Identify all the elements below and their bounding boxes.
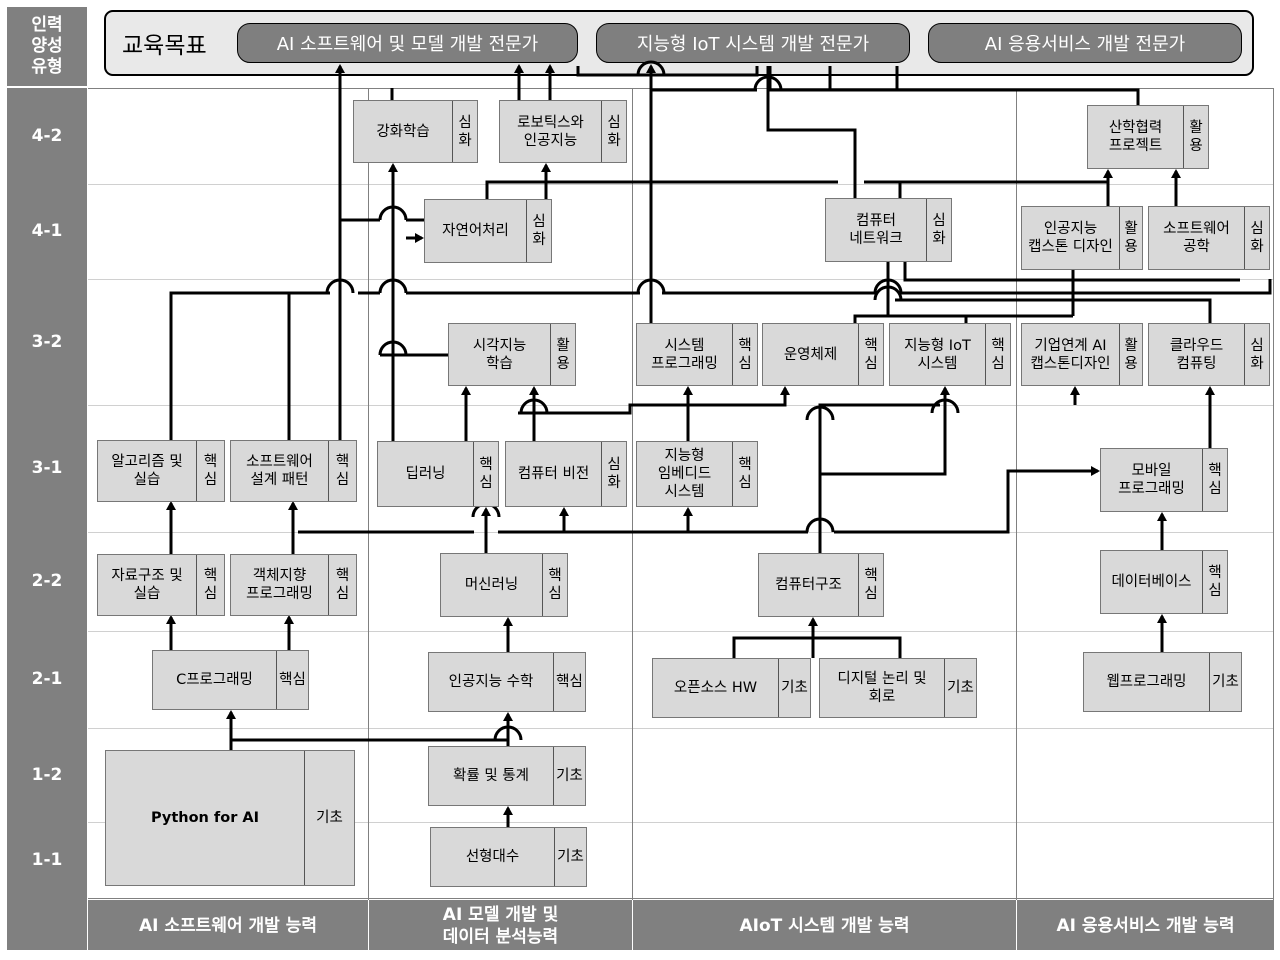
course-database[interactable]: 데이터베이스 핵 심 xyxy=(1100,550,1228,614)
column-label: AI 모델 개발 및 데이터 분석능력 xyxy=(442,905,559,947)
course-computer-vision[interactable]: 컴퓨터 비전 심 화 xyxy=(505,441,627,507)
course-linear-algebra[interactable]: 선형대수 기초 xyxy=(430,827,587,887)
course-embedded-system[interactable]: 지능형 임베디드 시스템 핵 심 xyxy=(636,441,758,507)
connector-line xyxy=(834,466,1100,534)
row-label: 3-1 xyxy=(31,458,63,478)
connector-hop xyxy=(636,278,666,294)
row-label: 1-1 xyxy=(31,849,63,870)
goal-iot-system-expert: 지능형 IoT 시스템 개발 전문가 xyxy=(596,23,910,63)
row-label-band xyxy=(7,7,87,950)
grid-line-row xyxy=(88,631,1274,632)
connector-hop xyxy=(636,60,666,76)
course-ai-capstone-design[interactable]: 인공지능 캡스톤 디자인 활 용 xyxy=(1021,206,1143,270)
connector-line xyxy=(818,403,940,426)
column-divider xyxy=(1016,88,1017,950)
course-industry-ai-capstone[interactable]: 기업연계 AI 캡스톤디자인 활 용 xyxy=(1021,323,1143,386)
connector-line xyxy=(820,386,950,476)
connector-hop xyxy=(930,398,960,414)
corner-label: 인력 양성 유형 xyxy=(31,14,63,77)
connector-hop xyxy=(873,278,903,294)
connector-hop xyxy=(378,278,408,294)
table-right-border xyxy=(1273,88,1274,950)
connector-hop xyxy=(805,405,835,421)
course-nlp[interactable]: 자연어처리 심 화 xyxy=(424,199,552,263)
connector-hop xyxy=(805,517,835,533)
connector-hop xyxy=(873,285,903,301)
connector-line xyxy=(688,386,790,407)
connector-hop xyxy=(325,278,355,294)
connector-line xyxy=(169,291,330,440)
connector-hop xyxy=(378,340,408,356)
course-software-engineering[interactable]: 소프트웨어 공학 심 화 xyxy=(1148,206,1270,270)
course-oop[interactable]: 객체지향 프로그래밍 핵 심 xyxy=(230,554,357,616)
connector-hop xyxy=(493,725,523,741)
row-label: 1-2 xyxy=(31,764,63,785)
course-algorithm[interactable]: 알고리즘 및 실습 핵 심 xyxy=(97,440,225,502)
connector-line xyxy=(853,314,1073,323)
connector-line xyxy=(518,403,688,415)
course-c-programming[interactable]: C프로그래밍 핵심 xyxy=(152,650,309,710)
course-industry-project[interactable]: 산학협력 프로젝트 활 용 xyxy=(1087,105,1209,169)
course-ai-math[interactable]: 인공지능 수학 핵심 xyxy=(428,652,586,712)
connector-line xyxy=(900,279,1272,295)
connector-line xyxy=(895,298,1212,323)
course-digital-logic[interactable]: 디지털 논리 및 회로 기초 xyxy=(819,658,977,718)
course-mobile-programming[interactable]: 모바일 프로그래밍 핵 심 xyxy=(1100,448,1228,512)
course-web-programming[interactable]: 웹프로그래밍 기초 xyxy=(1083,652,1242,712)
course-probability-statistics[interactable]: 확률 및 통계 기초 xyxy=(428,746,586,806)
connector-line xyxy=(576,66,759,77)
course-python-for-ai[interactable]: Python for AI 기초 xyxy=(105,750,355,886)
course-cloud-computing[interactable]: 클라우드 컴퓨팅 심 화 xyxy=(1148,323,1270,386)
goal-ai-service-expert: AI 응용서비스 개발 전문가 xyxy=(928,23,1242,63)
course-operating-system[interactable]: 운영체제 핵 심 xyxy=(762,323,884,386)
course-computer-architecture[interactable]: 컴퓨터구조 핵 심 xyxy=(758,553,884,617)
course-intelligent-iot-system[interactable]: 지능형 IoT 시스템 핵 심 xyxy=(889,323,1011,386)
column-label-band xyxy=(88,900,1274,950)
connector-line xyxy=(768,66,1016,92)
goal-ai-software-expert: AI 소프트웨어 및 모델 개발 전문가 xyxy=(237,23,578,63)
education-goal-title: 교육목표 xyxy=(122,33,207,59)
row-label: 4-2 xyxy=(31,125,63,146)
course-machine-learning[interactable]: 머신러닝 핵 심 xyxy=(440,553,568,617)
course-software-design-pattern[interactable]: 소프트웨어 설계 패턴 핵 심 xyxy=(230,440,357,502)
connector-line xyxy=(485,180,838,199)
connector-line xyxy=(1015,88,1140,105)
row-label: 2-1 xyxy=(31,669,63,689)
column-label: AI 소프트웨어 개발 능력 xyxy=(139,916,317,936)
column-label: AI 응용서비스 개발 능력 xyxy=(1056,916,1235,936)
row-label: 4-1 xyxy=(31,221,63,241)
connector-line xyxy=(766,66,857,198)
connector-hop xyxy=(378,205,408,221)
column-divider xyxy=(632,88,633,950)
grid-line-row xyxy=(88,279,1274,280)
course-robotics-ai[interactable]: 로보틱스와 인공지능 심 화 xyxy=(499,100,627,163)
grid-line-row xyxy=(88,822,1274,823)
grid-line-row xyxy=(88,184,1274,185)
grid-line-bottom xyxy=(88,898,1274,899)
course-open-source-hw[interactable]: 오픈소스 HW 기초 xyxy=(652,658,811,718)
row-label: 2-2 xyxy=(31,571,63,591)
course-deep-learning[interactable]: 딥러닝 핵 심 xyxy=(377,441,499,507)
connector-line xyxy=(732,636,902,658)
connector-hop xyxy=(753,75,783,91)
course-reinforcement-learning[interactable]: 강화학습 심 화 xyxy=(353,100,478,163)
course-visual-intelligence-learning[interactable]: 시각지능 학습 활 용 xyxy=(448,323,576,386)
row-label: 3-2 xyxy=(31,331,63,352)
grid-line-row xyxy=(88,728,1274,729)
course-system-programming[interactable]: 시스템 프로그래밍 핵 심 xyxy=(636,323,758,386)
course-data-structure[interactable]: 자료구조 및 실습 핵 심 xyxy=(97,554,225,616)
course-computer-network[interactable]: 컴퓨터 네트워크 심 화 xyxy=(825,198,952,262)
column-divider xyxy=(368,88,369,950)
column-label: AIoT 시스템 개발 능력 xyxy=(739,916,910,936)
connector-hop xyxy=(519,398,549,414)
